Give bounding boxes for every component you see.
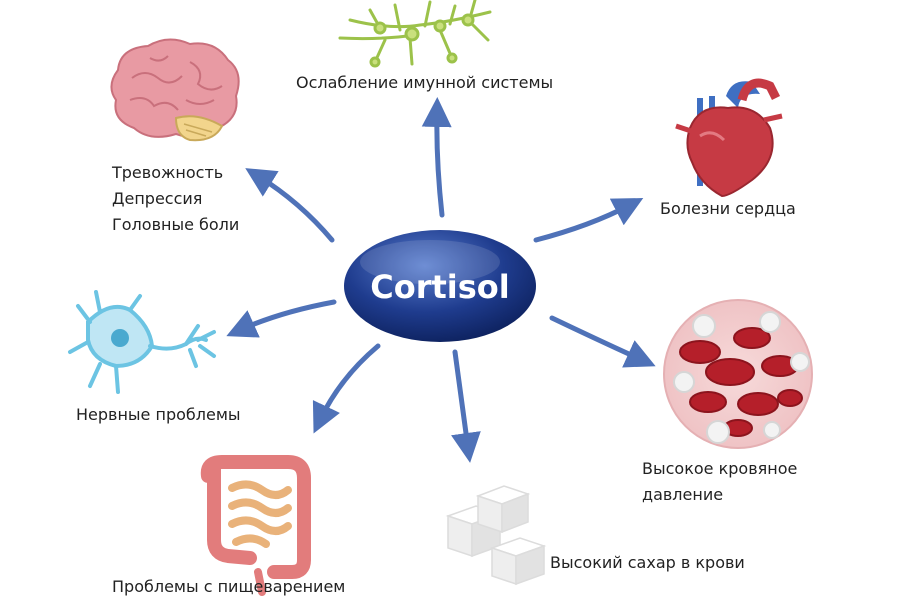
label-digestion: Проблемы с пищеварением bbox=[112, 574, 345, 599]
label-blood-pressure-line-1: Высокое кровяное bbox=[642, 456, 797, 482]
label-mental: Тревожность Депрессия Головные боли bbox=[112, 160, 239, 238]
label-digestion-text: Проблемы с пищеварением bbox=[112, 577, 345, 596]
label-nerves: Нервные проблемы bbox=[76, 402, 241, 428]
arrow-to-digestion bbox=[320, 346, 378, 420]
label-heart-text: Болезни сердца bbox=[660, 199, 796, 218]
sugar-cubes-icon bbox=[448, 486, 544, 584]
label-blood-pressure: Высокое кровяное давление bbox=[642, 456, 797, 508]
arrow-to-nerves bbox=[240, 302, 334, 330]
neuron-icon bbox=[70, 292, 214, 392]
label-blood-pressure-line-2: давление bbox=[642, 482, 797, 508]
arrow-to-blood-sugar bbox=[455, 352, 468, 448]
brain-icon bbox=[111, 39, 238, 140]
label-immune-text: Ослабление имунной системы bbox=[296, 73, 553, 92]
arrow-to-blood-pressure bbox=[552, 318, 642, 360]
center-label: Cortisol bbox=[370, 268, 510, 306]
label-mental-line-3: Головные боли bbox=[112, 212, 239, 238]
label-blood-sugar-text: Высокий сахар в крови bbox=[550, 553, 745, 572]
label-mental-line-1: Тревожность bbox=[112, 160, 239, 186]
arrow-to-mental bbox=[258, 176, 332, 240]
blood-cells-icon bbox=[664, 300, 812, 448]
label-nerves-text: Нервные проблемы bbox=[76, 405, 241, 424]
immune-cells-icon bbox=[340, 0, 490, 66]
intestines-icon bbox=[208, 462, 304, 592]
arrow-to-heart bbox=[536, 205, 630, 240]
label-heart: Болезни сердца bbox=[660, 196, 796, 222]
heart-icon bbox=[676, 81, 782, 196]
arrow-to-immune bbox=[437, 112, 442, 215]
cortisol-oval: Cortisol bbox=[344, 230, 536, 342]
label-blood-sugar: Высокий сахар в крови bbox=[550, 550, 745, 576]
label-mental-line-2: Депрессия bbox=[112, 186, 239, 212]
label-immune: Ослабление имунной системы bbox=[296, 70, 553, 96]
